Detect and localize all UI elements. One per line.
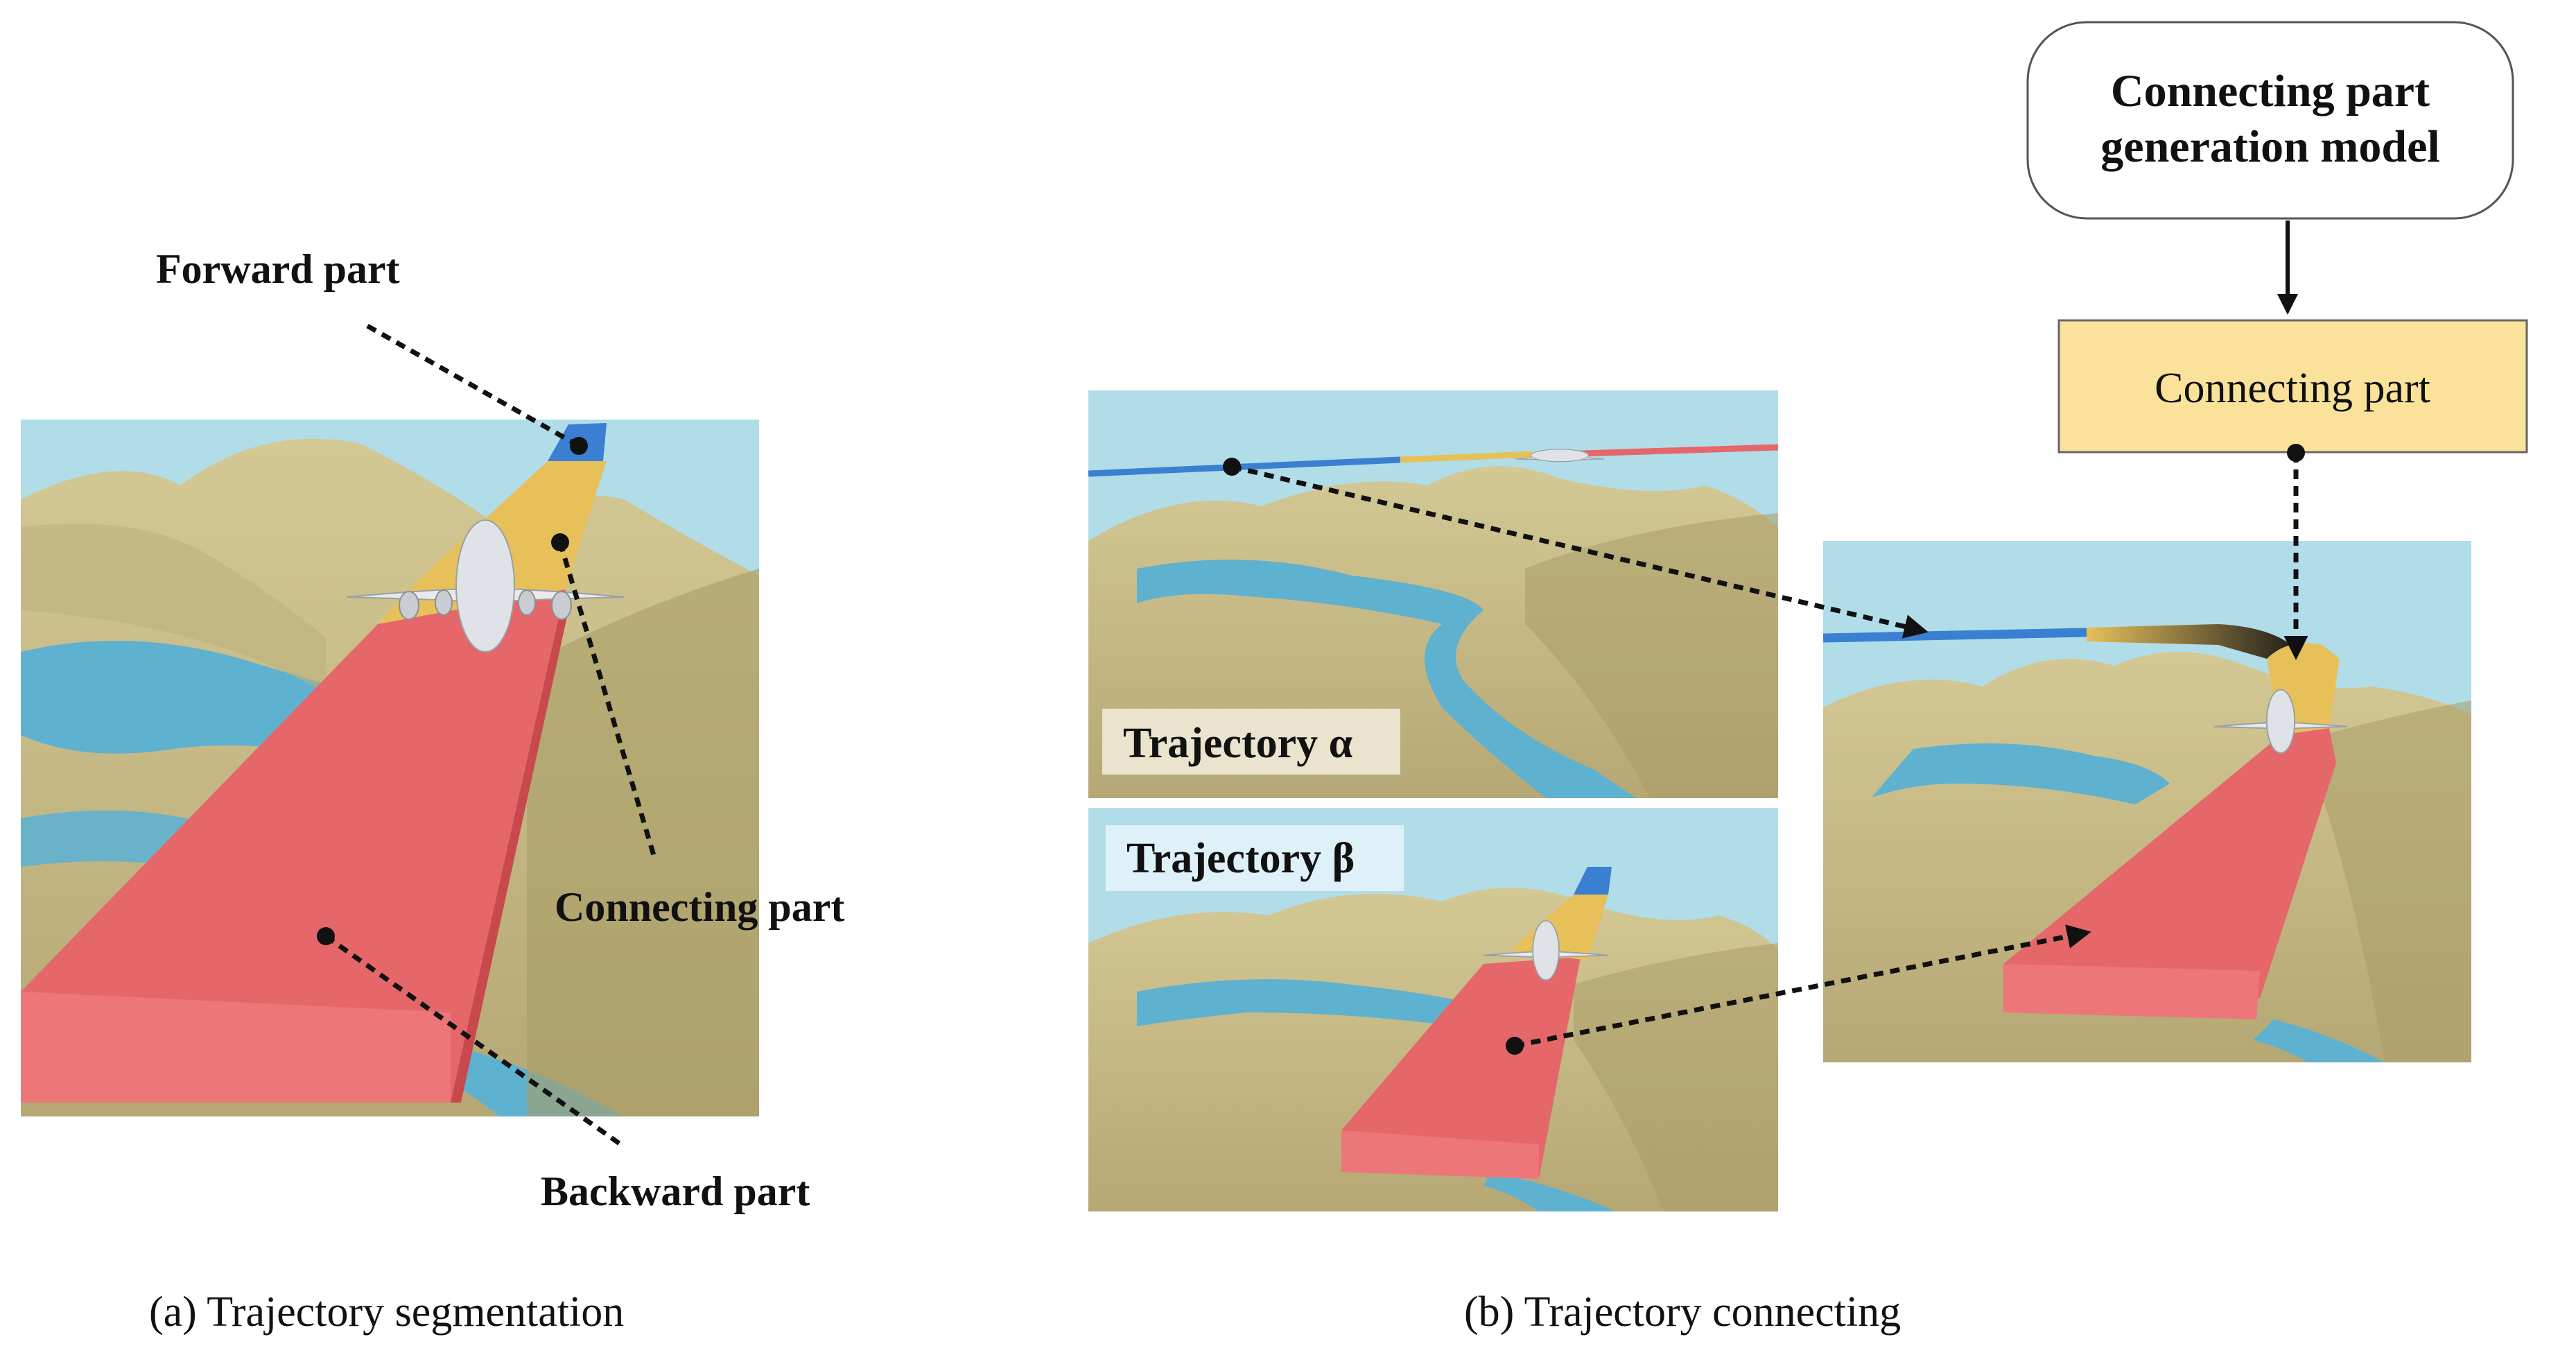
airplane-alpha-icon (1515, 449, 1605, 463)
backward-part-label: Backward part (541, 1168, 810, 1214)
model-box-line1: Connecting part (2111, 66, 2430, 117)
beta-backward-ribbon (1341, 957, 1581, 1179)
model-box-line2: generation model (2100, 121, 2439, 172)
panel-b-arrows (1223, 444, 2308, 1055)
panel-a-caption: (a) Trajectory segmentation (149, 1288, 624, 1336)
airplane-beta-icon (1483, 920, 1609, 981)
model-box: Connecting part generation model (2026, 21, 2514, 220)
trajectory-alpha-scene: Trajectory α (1088, 390, 1779, 798)
connected-result-scene (1822, 541, 2471, 1062)
beta-forward-ribbon (1574, 867, 1612, 895)
trajectory-beta-label: Trajectory β (1126, 835, 1355, 882)
trajectory-beta-scene: Trajectory β (1088, 808, 1778, 1211)
forward-part-label: Forward part (156, 246, 400, 292)
panel-b-caption: (b) Trajectory connecting (1464, 1288, 1901, 1336)
connecting-part-label: Connecting part (555, 884, 844, 930)
airplane-result-icon (2213, 689, 2348, 754)
panel-a-annotations: Forward part Connecting part Backward pa… (149, 246, 844, 1336)
connecting-part-box: Connecting part (2057, 319, 2528, 454)
backward-part-ribbon (21, 589, 565, 1103)
connecting-part-box-label: Connecting part (2155, 365, 2430, 412)
panel-a-scene (21, 420, 759, 1116)
trajectory-alpha-label: Trajectory α (1123, 720, 1352, 767)
